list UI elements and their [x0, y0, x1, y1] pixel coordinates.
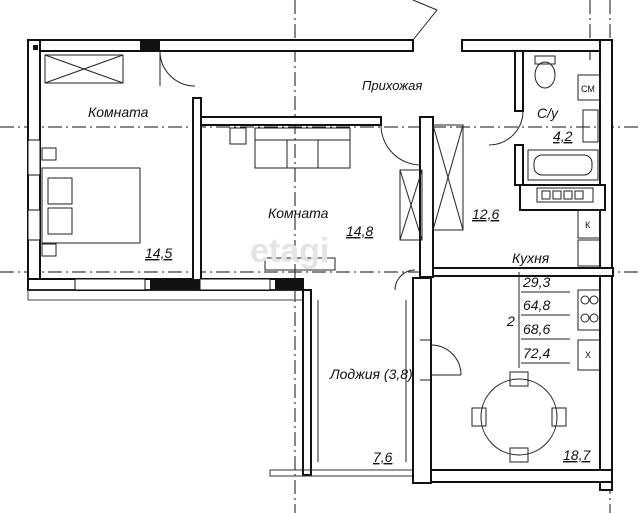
rooms-count: 2 — [506, 313, 515, 329]
loggia-details — [317, 300, 430, 462]
washer-label: СМ — [581, 84, 595, 94]
hall-area: 12,6 — [472, 206, 499, 222]
bath-area: 4,2 — [553, 128, 573, 144]
kitchen-area: 18,7 — [563, 447, 591, 463]
wardrobe — [399, 124, 464, 241]
radiator — [536, 187, 594, 203]
area-summary: 2 29,3 64,8 68,6 72,4 — [506, 272, 570, 368]
loggia-name: Лоджия (3,8) — [329, 366, 413, 382]
window-top-left — [44, 54, 124, 84]
sofa — [229, 127, 351, 169]
room1-name: Комната — [88, 104, 149, 120]
total-full: 72,4 — [523, 345, 550, 361]
hall-name: Прихожая — [362, 78, 422, 93]
fridge-label: Х — [585, 350, 591, 360]
watermark: etagi — [250, 232, 329, 270]
tv-stand — [264, 257, 336, 271]
bed — [41, 147, 141, 257]
bathroom-fixtures — [527, 55, 601, 181]
kitchen-name: Кухня — [512, 250, 550, 266]
dining-table — [471, 371, 567, 463]
kitchen-appliances — [577, 209, 601, 371]
boiler-label: К — [585, 220, 591, 230]
wall-details — [27, 40, 303, 291]
doors — [159, 0, 524, 376]
room2-area: 14,8 — [346, 223, 373, 239]
total-with-loggia: 68,6 — [523, 321, 550, 337]
bath-name: С/у — [537, 105, 559, 121]
living-area: 29,3 — [522, 274, 550, 290]
room2-name: Комната — [268, 205, 329, 221]
loggia-area: 7,6 — [373, 449, 393, 465]
room1-area: 14,5 — [145, 245, 172, 261]
total-area: 64,8 — [523, 297, 550, 313]
